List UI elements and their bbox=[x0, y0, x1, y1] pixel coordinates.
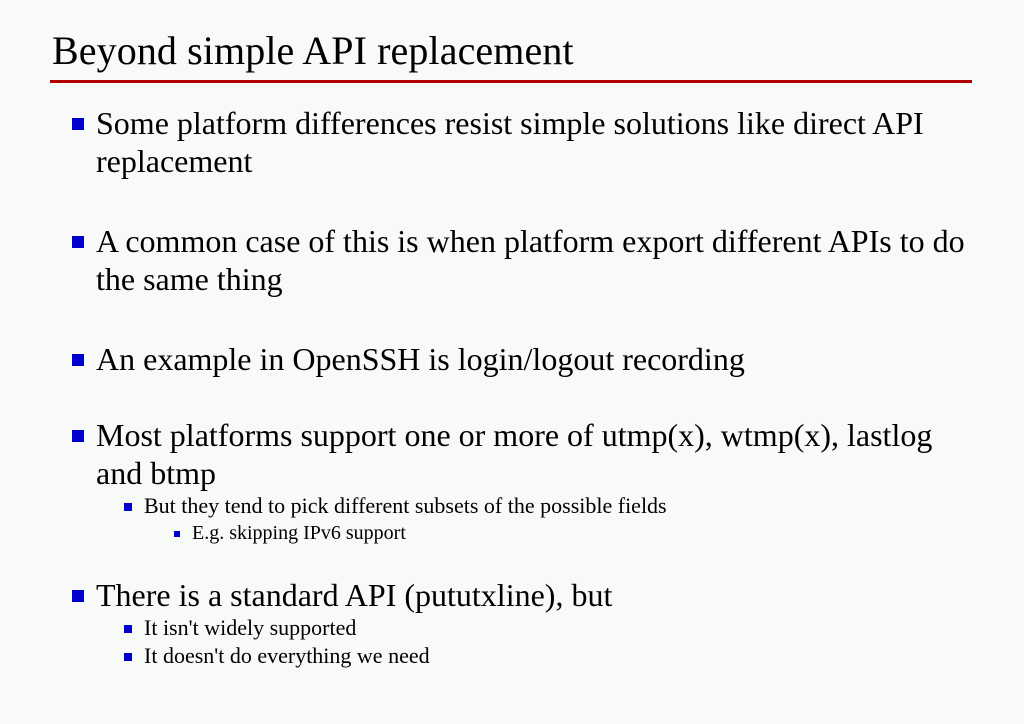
bullet-group-4: Most platforms support one or more of ut… bbox=[0, 416, 1024, 546]
bullet-item-level1: Some platform differences resist simple … bbox=[0, 104, 1024, 180]
page-title: Beyond simple API replacement bbox=[52, 28, 574, 73]
bullet-item-level1: Most platforms support one or more of ut… bbox=[0, 416, 1024, 492]
bullet-square-icon bbox=[72, 236, 84, 248]
bullet-square-icon bbox=[124, 653, 132, 661]
bullet-square-icon bbox=[72, 354, 84, 366]
bullet-item-level2: It doesn't do everything we need bbox=[0, 642, 1024, 670]
bullet-square-icon bbox=[124, 625, 132, 633]
bullet-item-level1: There is a standard API (pututxline), bu… bbox=[0, 576, 1024, 614]
bullet-square-icon bbox=[72, 590, 84, 602]
bullet-item-level2: It isn't widely supported bbox=[0, 614, 1024, 642]
bullet-text: But they tend to pick different subsets … bbox=[144, 493, 667, 518]
bullet-item-level1: An example in OpenSSH is login/logout re… bbox=[0, 340, 1024, 378]
bullet-text: Some platform differences resist simple … bbox=[96, 105, 924, 179]
bullet-item-level3: E.g. skipping IPv6 support bbox=[0, 520, 1024, 546]
bullet-text: It doesn't do everything we need bbox=[144, 643, 430, 668]
bullet-text: It isn't widely supported bbox=[144, 615, 357, 640]
bullet-text: An example in OpenSSH is login/logout re… bbox=[96, 341, 745, 377]
bullet-group-1: Some platform differences resist simple … bbox=[0, 104, 1024, 180]
bullet-square-icon bbox=[174, 531, 180, 537]
spacer bbox=[0, 298, 1024, 340]
bullet-item-level1: A common case of this is when platform e… bbox=[0, 222, 1024, 298]
bullet-square-icon bbox=[72, 118, 84, 130]
bullet-group-3: An example in OpenSSH is login/logout re… bbox=[0, 340, 1024, 378]
slide-title-block: Beyond simple API replacement bbox=[50, 28, 974, 83]
slide-body: Some platform differences resist simple … bbox=[0, 104, 1024, 670]
bullet-square-icon bbox=[72, 430, 84, 442]
spacer bbox=[0, 180, 1024, 222]
bullet-item-level2: But they tend to pick different subsets … bbox=[0, 492, 1024, 520]
bullet-square-icon bbox=[124, 503, 132, 511]
bullet-text: Most platforms support one or more of ut… bbox=[96, 417, 933, 491]
spacer bbox=[0, 546, 1024, 576]
title-underline-rule bbox=[50, 80, 972, 83]
bullet-text: E.g. skipping IPv6 support bbox=[192, 522, 406, 544]
bullet-text: There is a standard API (pututxline), bu… bbox=[96, 577, 613, 613]
bullet-group-5: There is a standard API (pututxline), bu… bbox=[0, 576, 1024, 670]
spacer bbox=[0, 378, 1024, 416]
bullet-group-2: A common case of this is when platform e… bbox=[0, 222, 1024, 298]
bullet-text: A common case of this is when platform e… bbox=[96, 223, 965, 297]
